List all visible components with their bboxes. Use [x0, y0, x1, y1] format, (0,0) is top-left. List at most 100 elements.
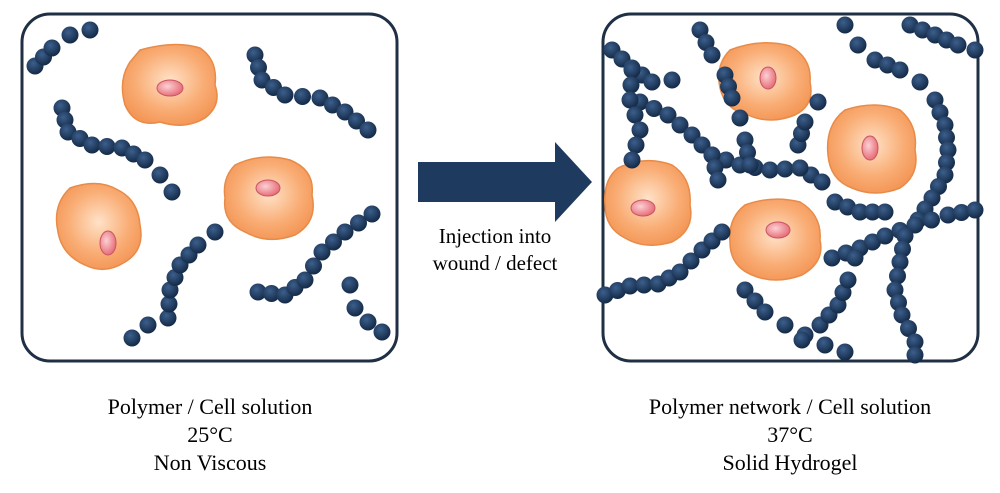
polymer-bead	[756, 303, 774, 321]
polymer-bead	[671, 263, 689, 281]
polymer-chain	[793, 249, 864, 349]
polymer-bead	[359, 121, 377, 139]
polymer-bead	[966, 41, 984, 59]
polymer-bead	[373, 323, 391, 341]
polymer-bead	[923, 211, 940, 229]
polymer-bead	[359, 313, 377, 331]
right-panel-box	[601, 12, 980, 363]
nucleus	[861, 135, 879, 161]
polymer-bead	[348, 112, 365, 130]
polymer-bead	[713, 223, 731, 241]
polymer-bead	[851, 203, 869, 221]
polymer-bead	[276, 86, 294, 104]
polymer-bead	[839, 271, 857, 289]
polymer-bead	[891, 61, 909, 79]
polymer-bead	[939, 206, 957, 224]
polymer-bead	[776, 316, 794, 334]
polymer-bead	[350, 214, 367, 232]
polymer-bead	[939, 141, 957, 159]
polymer-bead	[776, 160, 794, 178]
polymer-bead	[43, 39, 61, 57]
polymer-bead	[623, 61, 641, 79]
polymer-chain	[789, 93, 827, 177]
left-panel-caption: Polymer / Cell solution 25°C Non Viscous	[20, 393, 400, 477]
caption-line-3: Non Viscous	[153, 450, 267, 475]
polymer-bead	[736, 281, 754, 299]
polymer-chains-free	[26, 21, 391, 347]
polymer-bead	[876, 203, 894, 221]
polymer-bead	[623, 151, 641, 169]
cell-right-1	[718, 42, 812, 121]
polymer-bead	[61, 26, 79, 44]
polymer-bead	[953, 204, 970, 221]
polymer-bead	[626, 106, 644, 124]
polymer-bead	[761, 161, 779, 179]
polymer-bead	[160, 295, 178, 313]
arrow-label: Injection into wound / defect	[405, 223, 585, 277]
nucleus	[765, 221, 791, 239]
polymer-bead	[336, 103, 354, 121]
polymer-bead	[906, 216, 924, 234]
polymer-bead	[936, 116, 954, 134]
polymer-bead	[938, 129, 955, 146]
polymer-chain	[901, 16, 984, 59]
polymer-bead	[896, 227, 914, 245]
polymer-bead	[893, 306, 911, 324]
nucleus	[759, 66, 777, 90]
polymer-bead	[731, 109, 749, 127]
cell-left-3	[223, 156, 314, 241]
cell-left-2	[55, 182, 142, 271]
polymer-bead	[311, 89, 329, 107]
polymer-bead	[709, 171, 727, 189]
polymer-bead	[846, 249, 864, 267]
polymer-bead	[796, 113, 814, 131]
polymer-bead	[703, 46, 721, 64]
nucleus	[255, 179, 281, 197]
caption-line-1: Polymer network / Cell solution	[648, 394, 932, 419]
arrow-label-line-1: Injection into	[438, 224, 552, 248]
polymer-chain	[621, 61, 649, 169]
nucleus	[630, 199, 656, 217]
polymer-bead	[305, 257, 322, 275]
polymer-bead	[849, 36, 867, 54]
polymer-bead	[249, 283, 267, 301]
polymer-bead	[98, 138, 116, 155]
polymer-bead	[324, 96, 341, 114]
polymer-chain	[341, 276, 391, 341]
polymer-bead	[876, 227, 894, 245]
polymer-bead	[659, 106, 677, 124]
cell-right-2	[826, 104, 917, 194]
transition-arrow	[418, 142, 592, 222]
polymer-bead	[163, 183, 181, 201]
polymer-bead	[809, 93, 827, 111]
polymer-bead	[622, 76, 640, 94]
polymer-bead	[621, 91, 639, 109]
nucleus	[99, 230, 117, 256]
polymer-bead	[627, 136, 645, 154]
polymer-bead	[159, 309, 177, 327]
polymer-bead	[836, 16, 854, 34]
caption-line-2: 37°C	[767, 422, 813, 447]
polymer-bead	[741, 156, 759, 174]
polymer-bead	[900, 320, 917, 337]
polymer-bead	[136, 151, 154, 169]
polymer-bead	[906, 346, 924, 364]
polymer-chain	[249, 205, 381, 304]
polymer-bead	[336, 223, 354, 241]
polymer-bead	[296, 271, 314, 289]
polymer-chain	[123, 223, 224, 347]
cell-right-3	[604, 159, 692, 246]
polymer-bead	[671, 116, 689, 134]
polymer-bead	[139, 316, 157, 334]
polymer-bead	[791, 159, 809, 177]
polymer-bead	[891, 253, 909, 271]
arrow-label-line-2: wound / defect	[432, 251, 558, 275]
polymer-bead	[816, 336, 834, 354]
polymer-bead	[793, 331, 811, 349]
polymer-bead	[836, 343, 854, 361]
polymer-bead	[313, 243, 331, 261]
polymer-bead	[621, 277, 639, 295]
polymer-bead	[894, 240, 911, 258]
polymer-bead	[663, 71, 681, 89]
